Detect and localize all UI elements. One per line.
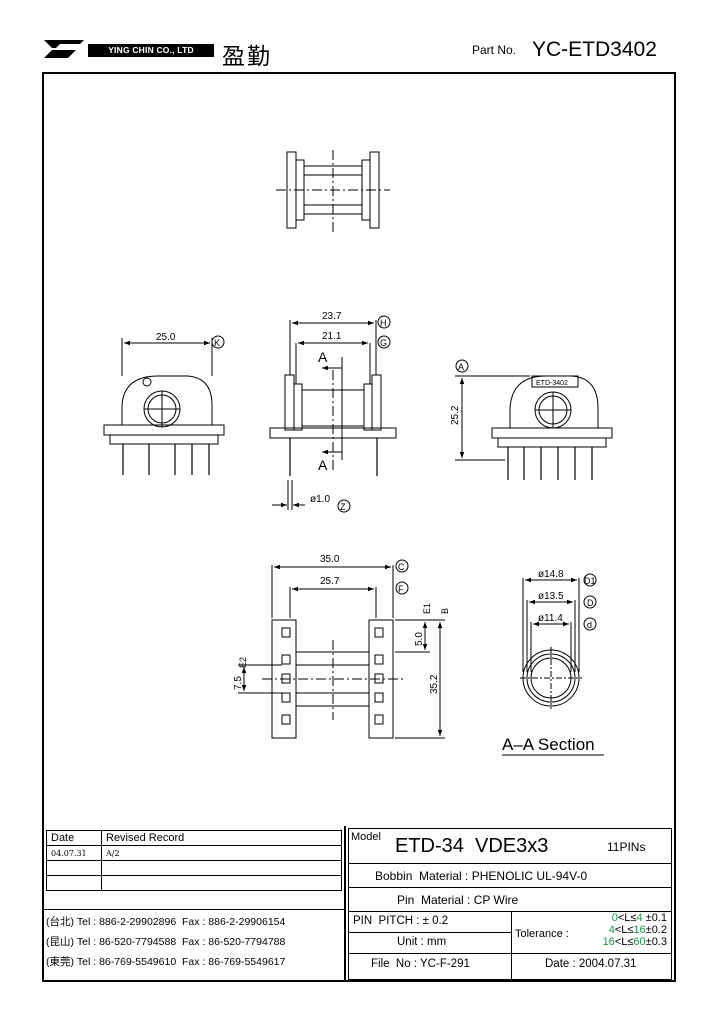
contact-row: (台北) Tel : 886-2-29902896 Fax : 886-2-29… bbox=[46, 916, 286, 928]
revision-date: 04.07.31 bbox=[46, 845, 102, 861]
ref-f: F bbox=[398, 584, 404, 594]
ref-d-small: d bbox=[587, 620, 592, 630]
ref-e2: E2 bbox=[238, 657, 248, 668]
dim-7-5: 7.5 bbox=[233, 676, 244, 690]
dim-phi-1-0: ø1.0 bbox=[310, 494, 330, 505]
bobbin-label: ETD-3402 bbox=[536, 380, 568, 387]
spec-block: Model ETD-34 VDE3x3 11PINs Bobbin Materi… bbox=[348, 828, 672, 980]
revision-col-record: Revised Record bbox=[101, 830, 342, 846]
section-view bbox=[502, 577, 604, 756]
dim-25-0: 25.0 bbox=[156, 332, 176, 343]
tolerance-label: Tolerance : bbox=[515, 928, 569, 940]
ref-d: D bbox=[587, 598, 594, 608]
revision-col-date: Date bbox=[46, 830, 102, 846]
ref-e1: E1 bbox=[422, 603, 432, 614]
section-title: A–A Section bbox=[502, 735, 595, 754]
top-view bbox=[276, 150, 390, 232]
drawing-frame bbox=[42, 72, 676, 982]
revision-date bbox=[46, 875, 102, 891]
pin-pitch: PIN PITCH : ± 0.2 bbox=[353, 915, 449, 927]
dim-35-2: 35.2 bbox=[429, 674, 440, 694]
dim-phi-11-4: ø11.4 bbox=[538, 613, 563, 624]
revision-record bbox=[101, 875, 342, 891]
bottom-view bbox=[238, 564, 445, 739]
file-number: File No : YC-F-291 bbox=[371, 958, 470, 970]
revision-record bbox=[101, 860, 342, 876]
dim-23-7: 23.7 bbox=[322, 311, 342, 322]
dim-phi-13-5: ø13.5 bbox=[538, 591, 564, 602]
section-mark-bottom: A bbox=[318, 457, 328, 473]
part-number: YC-ETD3402 bbox=[532, 38, 657, 61]
ref-g: G bbox=[380, 338, 387, 348]
front-view-right bbox=[455, 375, 613, 480]
company-name-cn: 盈勤 bbox=[222, 44, 272, 70]
revision-record: A/2 bbox=[101, 845, 342, 861]
company-logo bbox=[44, 40, 86, 58]
part-number-label: Part No. bbox=[472, 43, 517, 57]
tolerance-table: 0<L≤4 ±0.1 4<L≤16±0.2 16<L≤60±0.3 bbox=[602, 912, 667, 948]
unit: Unit : mm bbox=[397, 936, 447, 948]
ref-h: H bbox=[380, 318, 387, 328]
ref-d1: D1 bbox=[584, 576, 596, 586]
contact-row: (昆山) Tel : 86-520-7794588 Fax : 86-520-7… bbox=[46, 936, 286, 948]
company-name: YING CHIN CO., LTD bbox=[88, 44, 214, 57]
divider bbox=[344, 826, 346, 980]
ref-b: B bbox=[440, 608, 450, 614]
dim-21-1: 21.1 bbox=[322, 331, 342, 342]
dim-25-7: 25.7 bbox=[320, 576, 340, 587]
front-view-left bbox=[103, 338, 225, 475]
section-mark-top: A bbox=[318, 349, 328, 365]
revision-table: Date Revised Record 04.07.31 A/2 bbox=[46, 830, 342, 891]
pin-material: Pin Material : CP Wire bbox=[397, 893, 519, 907]
dim-5-0: 5.0 bbox=[414, 632, 425, 646]
pin-count: 11PINs bbox=[607, 840, 646, 854]
divider bbox=[44, 909, 344, 910]
contact-list: (台北) Tel : 886-2-29902896 Fax : 886-2-29… bbox=[46, 912, 285, 972]
ref-z: Z bbox=[340, 502, 346, 512]
ref-a: A bbox=[458, 362, 464, 372]
model-name: ETD-34 VDE3x3 bbox=[395, 835, 549, 857]
ref-c: C bbox=[398, 562, 405, 572]
bobbin-material: Bobbin Material : PHENOLIC UL-94V-0 bbox=[375, 869, 588, 883]
dim-35-0: 35.0 bbox=[320, 554, 340, 565]
model-label: Model bbox=[351, 831, 381, 843]
ref-k: K bbox=[214, 338, 220, 348]
dim-25-2: 25.2 bbox=[450, 405, 461, 425]
side-view bbox=[269, 320, 397, 510]
revision-date bbox=[46, 860, 102, 876]
drawing-date: Date : 2004.07.31 bbox=[545, 958, 637, 970]
contact-row: (東莞) Tel : 86-769-5549610 Fax : 86-769-5… bbox=[46, 956, 286, 968]
dim-phi-14-8: ø14.8 bbox=[538, 569, 564, 580]
